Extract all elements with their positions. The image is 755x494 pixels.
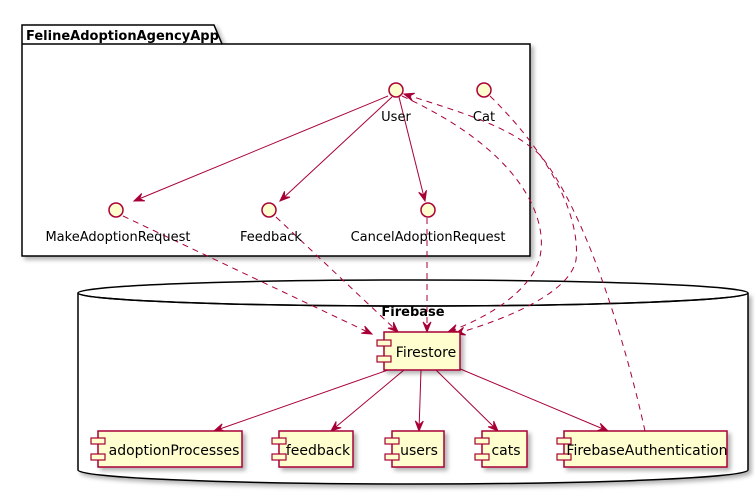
arrowhead <box>414 420 424 433</box>
component-users-label: users <box>400 443 438 459</box>
component-firebase-authentication[interactable]: FirebaseAuthentication <box>556 430 728 468</box>
arrowhead <box>132 193 145 202</box>
component-adoption-label: adoptionProcesses <box>109 443 240 459</box>
arrowhead <box>487 420 499 432</box>
edge-cancel-to-firestore <box>422 218 432 334</box>
edge-auth-to-user <box>402 92 646 432</box>
interface-make-label: MakeAdoptionRequest <box>45 230 190 245</box>
edge-user-to-make <box>132 95 389 202</box>
interface-cat-label: Cat <box>473 110 495 125</box>
arrowhead <box>387 321 399 333</box>
interface-cancel-label: CancelAdoptionRequest <box>351 230 506 245</box>
edge-feedback-to-firestore <box>275 216 399 333</box>
component-auth-label: FirebaseAuthentication <box>566 443 727 459</box>
arrowhead <box>279 191 291 202</box>
arrowhead <box>361 325 374 335</box>
interface-cancel-adoption-request[interactable]: CancelAdoptionRequest <box>351 202 506 245</box>
edge-make-to-firestore <box>122 215 374 335</box>
arrowhead <box>402 92 415 102</box>
package-title: FelineAdoptionAgencyApp <box>26 29 219 44</box>
arrowhead <box>422 321 432 334</box>
component-firestore-label: Firestore <box>396 345 456 361</box>
component-users[interactable]: users <box>384 430 445 468</box>
package-feline-adoption-agency-app: FelineAdoptionAgencyApp <box>21 24 531 257</box>
interface-user[interactable]: User <box>381 82 411 125</box>
edges-layer <box>122 92 646 433</box>
interface-make-adoption-request[interactable]: MakeAdoptionRequest <box>45 202 191 245</box>
interface-cat[interactable]: Cat <box>473 82 495 125</box>
arrowhead <box>418 190 427 203</box>
interface-user-label: User <box>381 110 411 125</box>
edge-user-to-cancel <box>398 96 427 203</box>
component-feedback[interactable]: feedback <box>271 430 354 468</box>
edge-firestore-to-fb_coll <box>329 369 405 432</box>
component-cats-label: cats <box>491 443 520 459</box>
component-cats[interactable]: cats <box>474 430 528 468</box>
interface-feedback[interactable]: Feedback <box>240 202 302 245</box>
component-adoption-processes[interactable]: adoptionProcesses <box>90 430 243 468</box>
edge-user-to-feedback <box>279 96 393 202</box>
component-feedback-label: feedback <box>286 443 351 459</box>
interface-feedback-label: Feedback <box>240 230 302 245</box>
edge-firestore-to-cats <box>435 369 499 432</box>
edge-firestore-to-users <box>414 369 424 433</box>
database-title: Firebase <box>381 305 444 320</box>
component-firestore[interactable]: Firestore <box>376 331 461 371</box>
arrowhead <box>329 421 342 432</box>
